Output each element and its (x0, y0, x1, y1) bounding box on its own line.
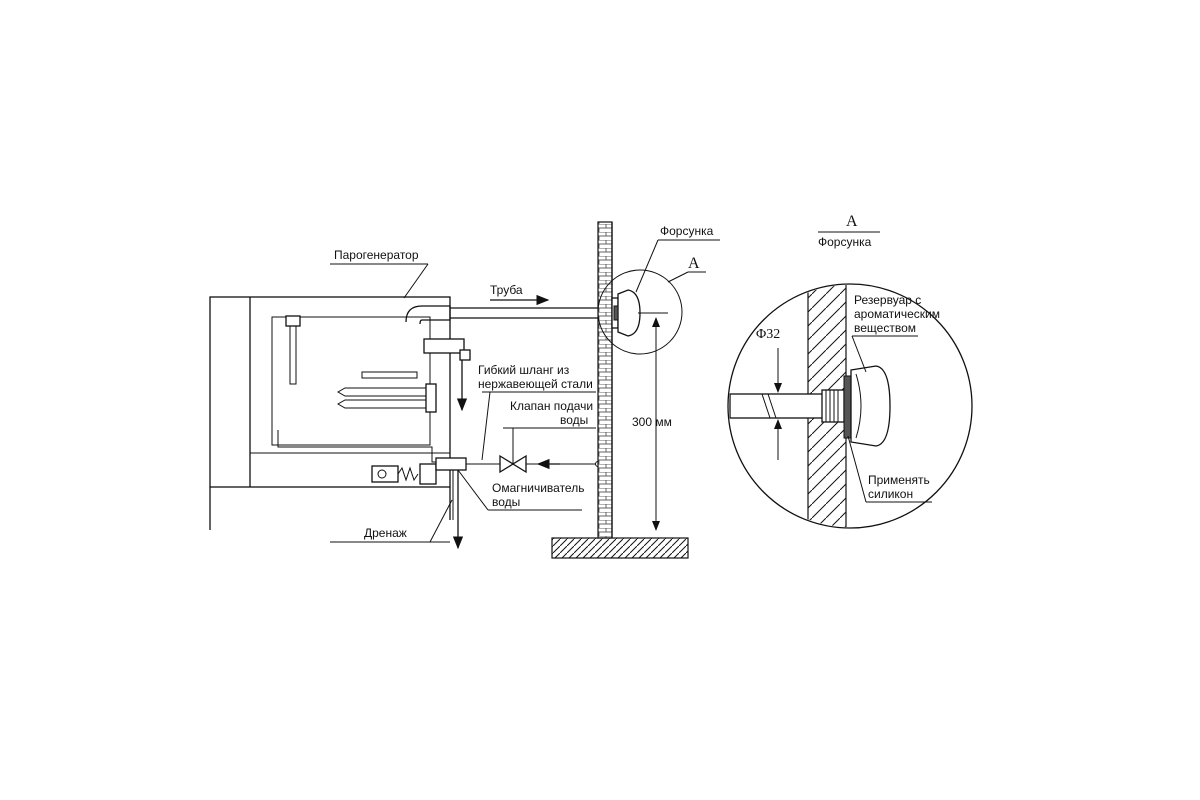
callout-a-leader (667, 271, 689, 283)
label-steam-generator: Парогенератор (334, 248, 419, 262)
label-softener-line1: Омагничиватель (492, 481, 584, 495)
nozzle (611, 289, 641, 337)
detail-title: A (846, 213, 858, 230)
label-valve-line1: Клапан подачи (510, 399, 593, 413)
label-valve-line2: воды (560, 413, 588, 427)
label-silicone-line2: силикон (868, 487, 913, 501)
label-callout-a: A (688, 255, 700, 272)
label-pipe: Труба (490, 283, 523, 297)
floor (551, 537, 689, 559)
label-hose-line1: Гибкий шланг из (478, 363, 570, 377)
steam-generator (209, 296, 471, 530)
height-dimension (638, 312, 668, 531)
label-silicone-line1: Применять (868, 473, 930, 487)
label-drain: Дренаж (364, 526, 407, 540)
label-hose-line2: нержавеющей стали (478, 377, 593, 391)
label-reservoir-line1: Резервуар с (854, 293, 921, 307)
water-supply-line (466, 428, 601, 474)
leader-lines (330, 239, 720, 543)
detail-a: A Форсунка Φ32 Резервуар с ароматиче (727, 213, 973, 529)
label-reservoir-line2: ароматическим (854, 307, 940, 321)
label-height: 300 мм (632, 415, 672, 429)
label-reservoir-line3: веществом (854, 321, 916, 335)
label-softener-line2: воды (492, 495, 520, 509)
steam-pipe (450, 307, 598, 319)
detail-a-callout-circle (597, 269, 683, 355)
detail-circle (727, 283, 973, 529)
detail-subtitle: Форсунка (818, 235, 872, 249)
label-diameter: Φ32 (756, 327, 780, 342)
label-nozzle: Форсунка (660, 224, 714, 238)
wall (597, 221, 613, 539)
